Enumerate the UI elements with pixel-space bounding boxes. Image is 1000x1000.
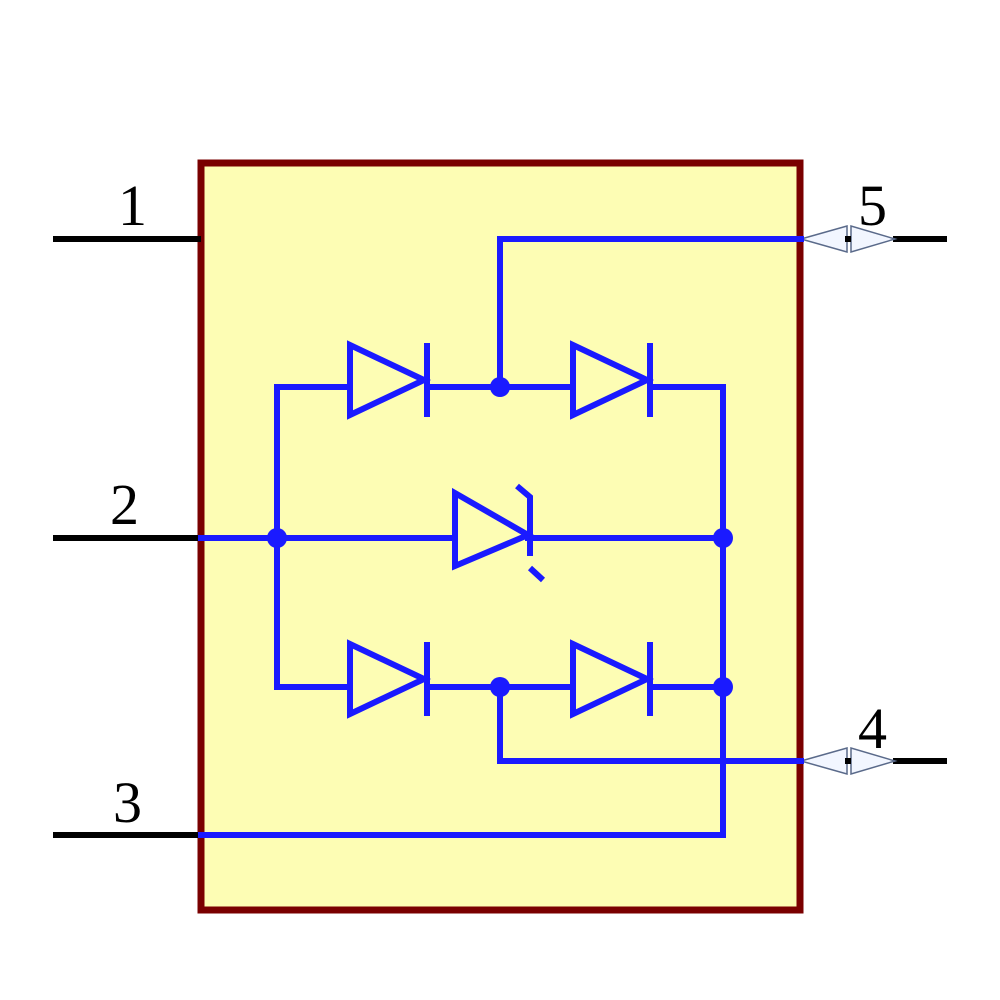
diode-top-left-icon: [347, 340, 432, 420]
junction-dot: [267, 528, 287, 548]
pin-5-label: 5: [858, 173, 887, 238]
pin-2-label: 2: [110, 472, 139, 537]
pin-3-label: 3: [113, 770, 142, 835]
junction-dot: [490, 377, 510, 397]
pin-1-label: 1: [118, 173, 147, 238]
pin-5-bidirectional-arrow-icon: [798, 224, 898, 254]
pin-4-label: 4: [858, 696, 887, 761]
diode-top-right-icon: [570, 340, 655, 420]
junction-dot: [490, 677, 510, 697]
diode-bottom-right-icon: [570, 639, 655, 719]
junction-dots: [267, 377, 733, 697]
diode-bottom-left-icon: [347, 639, 432, 719]
zener-diode-icon: [452, 483, 546, 583]
junction-dot: [713, 528, 733, 548]
pin-4-bidirectional-arrow-icon: [798, 746, 898, 776]
junction-dot: [713, 677, 733, 697]
